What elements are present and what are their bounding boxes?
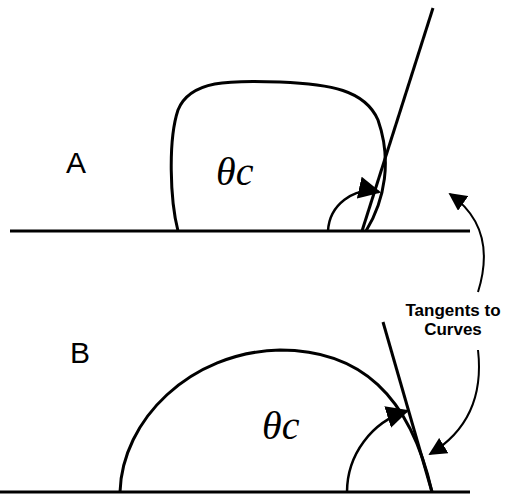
surface-line	[10, 230, 470, 233]
pointer-arrow	[430, 350, 479, 454]
droplet-outline	[120, 350, 432, 492]
tangent-line	[362, 8, 433, 231]
annotation-note: Tangents to Curves	[388, 302, 518, 339]
figure-letter: B	[70, 336, 90, 369]
angle-arc	[347, 411, 407, 492]
angle-symbol: θc	[262, 404, 299, 448]
droplet-outline	[171, 81, 385, 231]
angle-arc	[328, 191, 379, 231]
angle-symbol: θc	[216, 150, 253, 194]
figure-letter: A	[66, 146, 86, 179]
surface-line	[0, 491, 470, 494]
pointer-arrow	[450, 194, 484, 292]
tangent-line	[383, 322, 432, 492]
